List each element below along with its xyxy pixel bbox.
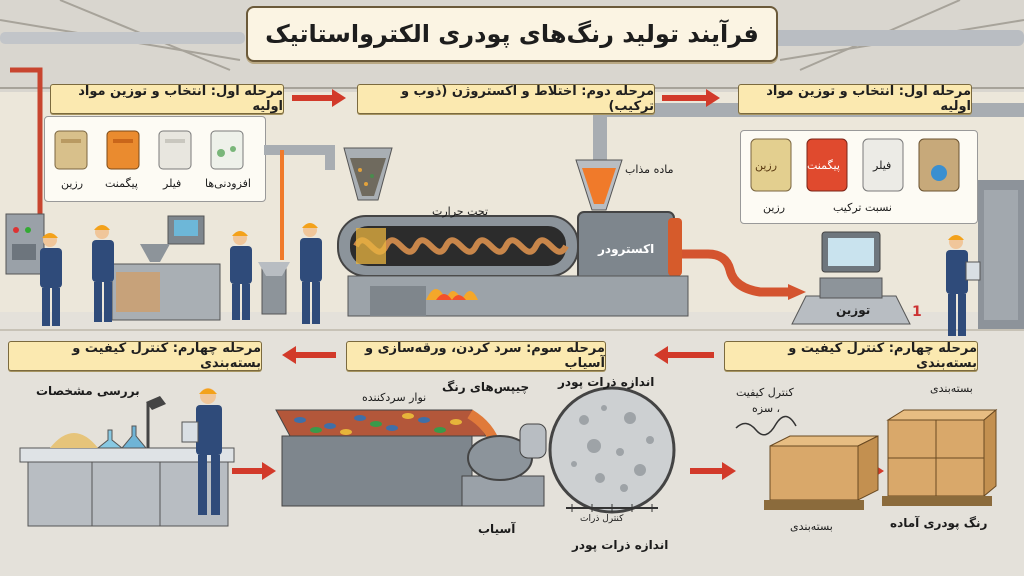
material-bags-left — [54, 130, 244, 170]
arrow-right-icon — [788, 284, 806, 300]
page-title-text: فرآیند تولید رنگ‌های پودری الکترواستاتیک — [265, 20, 759, 48]
under-label-resin: رزین — [763, 201, 786, 214]
additive-bag-icon — [918, 138, 960, 192]
worker-icon — [40, 233, 62, 326]
box-stack-icon — [764, 435, 879, 510]
control-panel-icon — [5, 213, 45, 275]
left-materials-panel: رزین پیگمنت فیلر افزودنی‌ها — [44, 116, 266, 202]
material-label-resin: رزین — [61, 177, 84, 190]
label-under-heat: تحت حرارت — [432, 205, 489, 218]
label-extruder: اکسترودر — [598, 242, 655, 256]
label-scale-caption: کنترل ذرات — [580, 514, 624, 524]
flask-icon — [120, 425, 148, 449]
material-label-pigment: پیگمنت — [105, 177, 138, 190]
label-weighing: توزین — [836, 303, 871, 317]
label-spec-check: بررسی مشخصات — [36, 384, 140, 398]
label-packaging-top: بسته‌بندی — [930, 382, 973, 395]
bag-label-resin: رزین — [755, 159, 778, 172]
resin-bag-icon — [54, 130, 88, 170]
lamp-icon — [146, 396, 166, 448]
resin-bag-icon — [750, 138, 792, 192]
stage-banner-bottom-right: مرحله چهارم: کنترل کیفیت و بسته‌بندی — [724, 341, 978, 371]
page-title: فرآیند تولید رنگ‌های پودری الکترواستاتیک — [246, 6, 778, 62]
flask-icon — [96, 429, 124, 449]
stage-banner-top-right: مرحله اول: انتخاب و توزین مواد اولیه — [738, 84, 972, 114]
pigment-bag-icon — [806, 138, 848, 192]
extruder-motor — [575, 159, 682, 283]
extruder-barrel — [337, 215, 579, 277]
scale-icon — [791, 231, 911, 325]
under-label-mix-ratio: نسبت ترکیب — [833, 201, 892, 214]
pigment-bag-icon — [106, 130, 140, 170]
stage-banner-bottom-middle: مرحله سوم: سرد کردن، ورقه‌سازی و آسیاب — [346, 341, 606, 371]
label-particle-size-bottom: اندازه ذرات پودر — [572, 538, 669, 552]
step-number: 1 — [912, 304, 922, 320]
filler-bag-icon — [862, 138, 904, 192]
stage-banner-top-left: مرحله اول: انتخاب و توزین مواد اولیه — [50, 84, 284, 114]
powder-pile-icon — [50, 433, 98, 448]
bag-label-filler: فیلر — [873, 159, 892, 172]
stage-banner-bottom-left: مرحله چهارم: کنترل کیفیت و بسته‌بندی — [8, 341, 262, 371]
quality-curve-icon — [735, 415, 797, 436]
flame-icon — [426, 289, 478, 300]
worker-icon — [230, 231, 252, 320]
worker-icon — [946, 235, 981, 336]
right-materials-panel: رزین پیگمنت فیلر رزین نسبت ترکیب — [740, 130, 978, 224]
label-shade: ، سزه — [752, 402, 781, 415]
additive-bag-icon — [210, 130, 244, 170]
filler-bag-icon — [158, 130, 192, 170]
mill-machine — [461, 423, 547, 507]
label-particle-size-top: اندازه ذرات پودر — [558, 375, 655, 389]
qc-table — [19, 447, 235, 527]
label-packaging-bottom: بسته‌بندی — [790, 520, 833, 533]
material-label-additives: افزودنی‌ها — [205, 177, 251, 190]
label-quality-control: کنترل کیفیت — [736, 386, 794, 399]
feeder-machine — [258, 262, 290, 315]
hopper-icon — [343, 147, 393, 201]
label-mill: آسیاب — [478, 522, 516, 536]
worker-icon — [181, 388, 222, 515]
cooling-belt — [275, 409, 487, 507]
box-stack-icon — [882, 408, 998, 506]
worker-icon — [92, 225, 114, 322]
stage-banner-top-middle: مرحله دوم: اختلاط و اکستروژن (ذوب و ترکی… — [357, 84, 655, 114]
label-ready-powder: رنگ پودری آماده — [890, 516, 988, 530]
mixer-machine — [111, 215, 221, 321]
worker-icon — [300, 223, 322, 324]
label-paint-chips: چیپس‌های رنگ — [442, 380, 530, 394]
bag-label-pigment: پیگمنت — [807, 159, 840, 172]
label-cooling-belt: نوار سردکننده — [362, 391, 427, 404]
label-molten-material: ماده مذاب — [625, 163, 674, 176]
material-label-filler: فیلر — [163, 177, 182, 190]
particle-magnifier-icon — [548, 386, 676, 514]
material-bags-right — [750, 138, 960, 192]
